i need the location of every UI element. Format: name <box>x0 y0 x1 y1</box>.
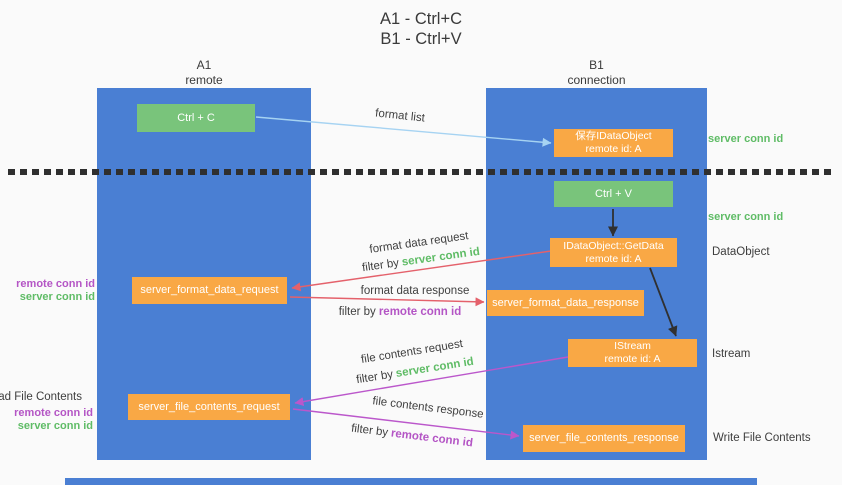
lane-header-a1: A1 remote <box>97 58 311 88</box>
filter-by-text: filter by <box>350 422 389 440</box>
title-line-1: A1 - Ctrl+C <box>379 10 463 28</box>
node-save-idataobject-line2: remote id: A <box>585 143 642 155</box>
right-label-dataobject: DataObject <box>712 246 770 258</box>
node-save-idataobject: 保存IDataObject remote id: A <box>554 129 673 157</box>
right-label-server-conn-id-top: server conn id <box>708 133 784 145</box>
left-label-remote-conn-id-mid: remote conn id <box>16 278 95 290</box>
node-istream-line2: remote id: A <box>604 353 661 365</box>
lane-a1-subtitle: remote <box>185 73 223 87</box>
lane-b1-name: B1 <box>589 58 604 72</box>
node-server-file-contents-response-label: server_file_contents_response <box>529 432 679 444</box>
lane-b1-subtitle: connection <box>567 73 626 87</box>
lane-header-b1: B1 connection <box>486 58 707 88</box>
node-server-format-data-request: server_format_data_request <box>132 277 287 304</box>
right-label-server-conn-id-mid: server conn id <box>708 211 784 223</box>
node-server-file-contents-response: server_file_contents_response <box>523 425 685 452</box>
lane-a1-name: A1 <box>196 58 212 72</box>
bottom-lane-fragment <box>65 478 757 485</box>
node-istream-line1: IStream <box>614 340 651 352</box>
node-ctrl-v-label: Ctrl + V <box>595 187 632 200</box>
session-separator-dotted-line <box>8 169 834 175</box>
server-conn-id-text: server conn id <box>395 355 475 380</box>
node-save-idataobject-line1: 保存IDataObject <box>575 130 652 142</box>
label-format-data-response-text: format data response <box>360 285 470 297</box>
node-server-format-data-request-label: server_format_data_request <box>140 284 279 296</box>
node-getdata-line1: IDataObject::GetData <box>563 239 664 252</box>
filter-by-text: filter by <box>361 257 400 275</box>
diagram-title: A1 - Ctrl+C B1 - Ctrl+V <box>0 9 842 49</box>
node-server-file-contents-request-label: server_file_contents_request <box>138 400 280 413</box>
node-istream: IStream remote id: A <box>568 339 697 367</box>
label-file-contents-response-text: file contents response <box>371 395 485 421</box>
node-server-format-data-response-label: server_format_data_response <box>492 296 639 309</box>
filter-by-text: filter by <box>355 368 394 387</box>
node-ctrl-c-label: Ctrl + C <box>177 111 215 124</box>
node-ctrl-c: Ctrl + C <box>137 104 255 132</box>
node-server-format-data-response: server_format_data_response <box>487 290 644 316</box>
remote-conn-id-text: remote conn id <box>390 427 474 450</box>
node-idataobject-getdata: IDataObject::GetData remote id: A <box>550 238 677 267</box>
right-label-istream: Istream <box>712 348 751 360</box>
title-line-2: B1 - Ctrl+V <box>380 30 462 48</box>
left-label-read-file-contents: Read File Contents <box>0 391 82 403</box>
label-file-contents-response: file contents response <box>372 395 485 421</box>
right-label-write-file-contents: Write File Contents <box>713 432 811 444</box>
format-data-response-arrow <box>289 296 485 307</box>
left-label-server-conn-id-mid: server conn id <box>19 291 95 303</box>
label-format-list-text: format list <box>374 107 426 125</box>
label-format-data-response: format data response <box>361 285 470 297</box>
label-format-list: format list <box>375 107 426 124</box>
node-ctrl-v: Ctrl + V <box>554 181 673 207</box>
left-label-remote-conn-id-low: remote conn id <box>14 407 93 419</box>
filter-by-text: filter by <box>338 306 376 318</box>
node-getdata-line2: remote id: A <box>585 252 642 265</box>
remote-conn-id-text: remote conn id <box>378 306 462 318</box>
node-server-file-contents-request: server_file_contents_request <box>128 394 290 420</box>
left-label-server-conn-id-low: server conn id <box>17 420 93 432</box>
